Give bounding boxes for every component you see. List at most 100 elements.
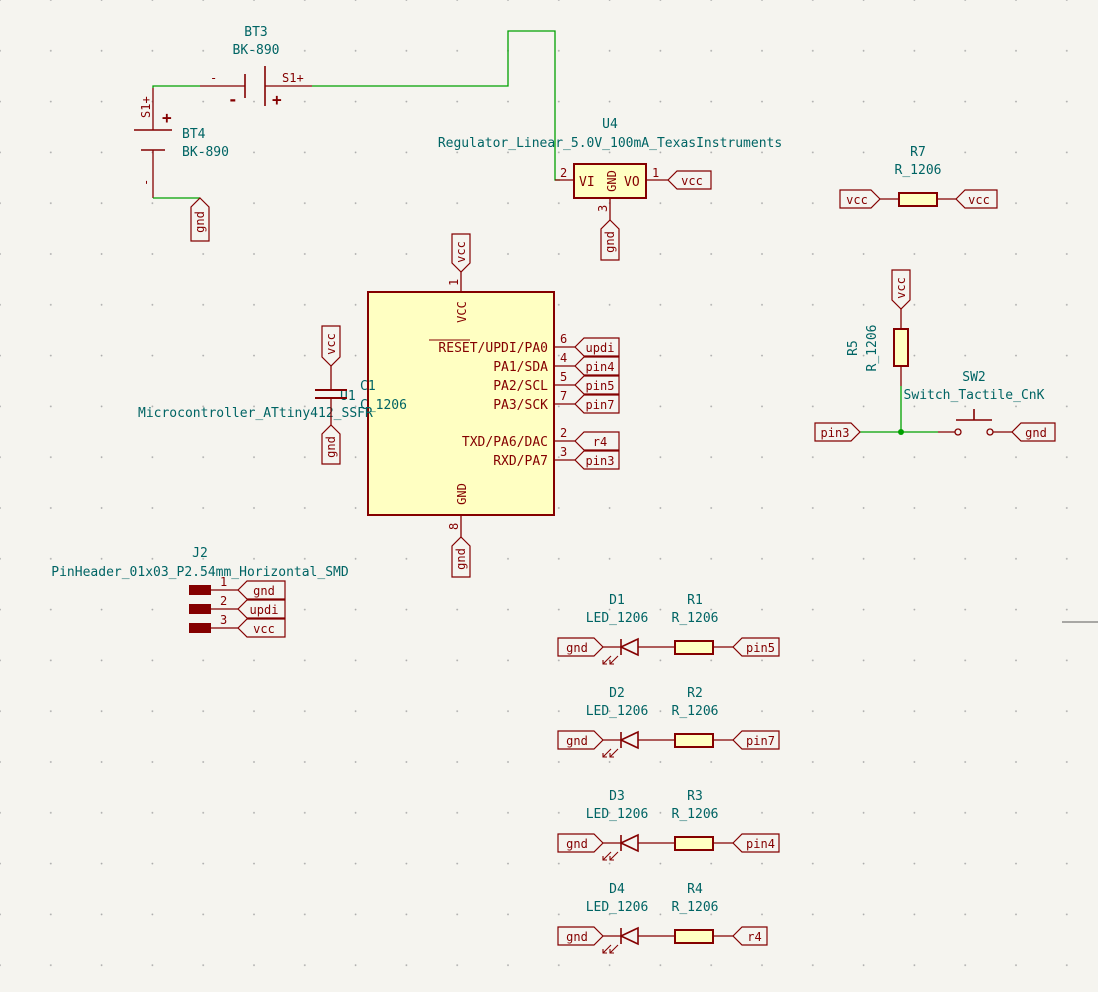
u1-body: [367, 291, 555, 516]
u1-gnd-name: GND: [455, 483, 469, 505]
led-emission-arrow: [602, 944, 612, 954]
led-value: LED_1206: [586, 807, 649, 822]
u1-pin-num: 4: [560, 351, 567, 365]
net-label-r7-left[interactable]: vcc: [839, 189, 881, 209]
j2-net-label-box: [237, 580, 286, 600]
c1-ref: C1: [360, 379, 376, 394]
sw2-contact-right: [986, 428, 994, 436]
net-label-u4-vcc[interactable]: vcc: [667, 170, 712, 190]
net-label-u4-gnd[interactable]: gnd: [600, 219, 620, 261]
r5-value: R_1206: [865, 325, 880, 372]
bt3-pin-minus-label: -: [210, 71, 217, 85]
u1-net-label-text: pin7: [586, 398, 615, 412]
j2-net-label-box: [237, 618, 286, 638]
led-resistor-body: [674, 929, 714, 944]
led-value: LED_1206: [586, 704, 649, 719]
sw-gnd-text: gnd: [1025, 426, 1047, 440]
sw2-contact-left: [954, 428, 962, 436]
net-label-bt4-gnd[interactable]: gnd: [190, 197, 210, 242]
r7-right-text: vcc: [968, 193, 990, 207]
r5-vcc-text: vcc: [894, 277, 908, 299]
resistor-value: R_1206: [672, 900, 719, 915]
net-label-sw-gnd[interactable]: gnd: [1011, 422, 1056, 442]
u1-pin-num: 3: [560, 445, 567, 459]
resistor-r5[interactable]: R5 R_1206: [846, 309, 909, 386]
u4-body: [573, 163, 647, 199]
u4-vo-num: 1: [652, 166, 659, 180]
led-value: LED_1206: [586, 900, 649, 915]
led-gnd-label-box: [557, 637, 604, 657]
u4-value: Regulator_Linear_5.0V_100mA_TexasInstrum…: [438, 136, 782, 151]
led-emission-arrow: [602, 655, 612, 665]
led-ref: D3: [609, 789, 625, 804]
led-net-label-box: [732, 926, 768, 946]
net-label-r7-right[interactable]: vcc: [955, 189, 998, 209]
led-resistor-body: [674, 733, 714, 748]
header-j2[interactable]: J2 PinHeader_01x03_P2.54mm_Horizontal_SM…: [51, 546, 349, 638]
wire-bt3-bt4[interactable]: [152, 85, 200, 88]
led-net-label-box: [732, 730, 780, 750]
j2-pad: [189, 623, 211, 633]
net-label-u1-vcc[interactable]: vcc: [451, 233, 471, 273]
net-label-c1-vcc[interactable]: vcc: [321, 325, 341, 367]
switch-sw2[interactable]: SW2 Switch_Tactile_CnK: [904, 370, 1045, 436]
u1-vcc-text: vcc: [454, 241, 468, 263]
capacitor-c1[interactable]: C1 C_1206: [315, 366, 407, 425]
u1-net-label-box: [574, 337, 620, 357]
u1-pin-num: 6: [560, 332, 567, 346]
sw-pin3-text: pin3: [821, 426, 850, 440]
led-emission-arrow: [609, 944, 619, 954]
u1-value: Microcontroller_ATtiny412_SSFR: [138, 406, 373, 421]
net-label-sw-pin3[interactable]: pin3: [814, 422, 861, 442]
bt4-plus-mark: +: [162, 108, 172, 127]
r7-value: R_1206: [895, 163, 942, 178]
led-ref: D4: [609, 882, 625, 897]
battery-bt3[interactable]: BT3 BK-890 - S1+ - +: [200, 25, 312, 109]
resistor-value: R_1206: [672, 611, 719, 626]
u1-net-label-box: [574, 431, 620, 451]
led-gnd-label-text: gnd: [566, 930, 588, 944]
led-value: LED_1206: [586, 611, 649, 626]
led-gnd-label-box: [557, 730, 604, 750]
j2-pin-num: 2: [220, 594, 227, 608]
u1-net-label-box: [574, 375, 620, 395]
u4-vo-name: VO: [624, 175, 640, 190]
r7-ref: R7: [910, 145, 926, 160]
u4-vi-num: 2: [560, 166, 567, 180]
u1-pin-name: PA2/SCL: [493, 379, 548, 394]
c1-vcc-text: vcc: [324, 333, 338, 355]
r5-body: [893, 328, 909, 367]
r7-body: [898, 192, 938, 207]
net-label-c1-gnd[interactable]: gnd: [321, 424, 341, 465]
led-ref: D2: [609, 686, 625, 701]
resistor-r7[interactable]: R7 R_1206: [880, 145, 956, 207]
j2-net-label-text: vcc: [253, 622, 275, 636]
resistor-ref: R2: [687, 686, 703, 701]
regulator-u4[interactable]: U4 Regulator_Linear_5.0V_100mA_TexasInst…: [438, 117, 782, 220]
led-resistor-body: [674, 640, 714, 655]
j2-pad: [189, 604, 211, 614]
u1-vcc-name: VCC: [455, 301, 469, 323]
net-label-r5-vcc[interactable]: vcc: [891, 269, 911, 310]
battery-bt4[interactable]: BT4 BK-890 S1+ - +: [134, 88, 229, 198]
led-net-label-box: [732, 833, 780, 853]
u1-pin-name: RESET/UPDI/PA0: [438, 341, 548, 356]
u1-net-label-text: r4: [593, 435, 607, 449]
j2-net-label-box: [237, 599, 286, 619]
led-ref: D1: [609, 593, 625, 608]
led-net-label-text: pin5: [746, 641, 775, 655]
net-label-u1-gnd[interactable]: gnd: [451, 536, 471, 578]
u1-net-label-text: pin3: [586, 454, 615, 468]
j2-net-label-text: gnd: [253, 584, 275, 598]
u4-gnd-name: GND: [605, 170, 619, 192]
led-net-label-text: pin7: [746, 734, 775, 748]
